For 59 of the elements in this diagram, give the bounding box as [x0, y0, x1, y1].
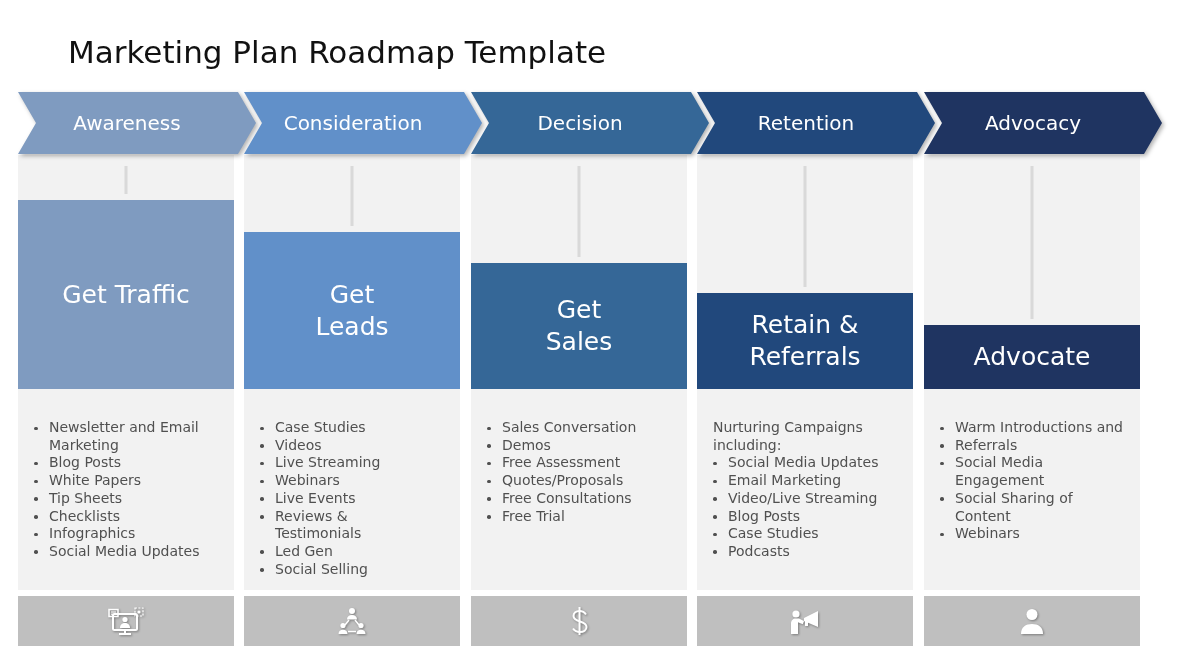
list-item: Quotes/Proposals	[471, 472, 624, 490]
list-item: Social Media Updates	[18, 542, 200, 561]
list-item: Email Marketing	[697, 472, 842, 490]
goal-title: Advocate	[973, 341, 1091, 373]
list-item: Video/Live Streaming	[697, 489, 878, 508]
list-item: Webinars	[924, 525, 1020, 543]
list-item: Sales Conversation	[471, 419, 637, 437]
goal-title: Get Traffic	[62, 278, 190, 311]
list-item: Social Selling	[244, 560, 368, 579]
goal-title: Get Leads	[314, 278, 390, 343]
goal-title: Get Sales	[544, 294, 614, 358]
list-item: Free Consultations	[471, 489, 632, 508]
column-panel	[924, 155, 1140, 590]
chevron-banner	[18, 92, 256, 154]
slide-title: Marketing Plan Roadmap Template	[68, 33, 607, 72]
list-item: Live Events	[244, 489, 356, 508]
stage-title: Advocacy	[984, 110, 1082, 136]
list-item: Referrals	[924, 436, 1018, 455]
list-item: Webinars	[244, 472, 340, 490]
list-item: White Papers	[18, 472, 142, 490]
column-panel	[244, 155, 460, 590]
list-item: Warm Introductions and	[924, 419, 1123, 437]
list-item: Demos	[471, 436, 551, 455]
column-panel	[471, 155, 687, 590]
goal-box	[924, 325, 1140, 389]
list-item: Podcasts	[697, 542, 790, 561]
list-item: Tip Sheets	[18, 489, 123, 508]
list-item: Blog Posts	[18, 454, 121, 473]
list-item: Reviews & Testimonials	[244, 507, 435, 543]
stage-title: Retention	[757, 110, 855, 136]
chevron-banner	[244, 92, 482, 154]
goal-box	[18, 200, 234, 389]
list-item: Case Studies	[697, 525, 819, 543]
chevron-banner	[697, 92, 935, 154]
list-item: Social Media Engagement	[924, 454, 1128, 490]
list-item: Free Trial	[471, 507, 565, 526]
list-item: Live Streaming	[244, 454, 381, 473]
goal-title: Retain & Referrals	[748, 309, 862, 373]
list-item: Checklists	[18, 507, 120, 526]
list-item: Videos	[244, 436, 322, 455]
goal-box	[471, 263, 687, 389]
list-item: Newsletter and Email Marketing	[18, 419, 215, 455]
list-item: Social Sharing of Content	[924, 489, 1128, 526]
chevron-banner	[924, 92, 1162, 154]
chevron-banner	[471, 92, 709, 154]
list-item: Led Gen	[244, 542, 333, 561]
list-item: Case Studies	[244, 419, 366, 437]
list-item: Blog Posts	[697, 507, 800, 526]
goal-box	[244, 232, 460, 389]
column-panel	[697, 155, 913, 590]
intro-text: Nurturing Campaigns including:	[712, 419, 864, 455]
goal-box	[697, 293, 913, 389]
list-item: Social Media Updates	[697, 454, 879, 473]
list-item: Free Assessment	[471, 454, 621, 473]
stage-title: Awareness	[73, 110, 181, 136]
stage-title: Decision	[537, 110, 623, 136]
column-panel	[18, 155, 234, 590]
list-item: Infographics	[18, 525, 136, 543]
stage-title: Consideration	[283, 110, 423, 136]
